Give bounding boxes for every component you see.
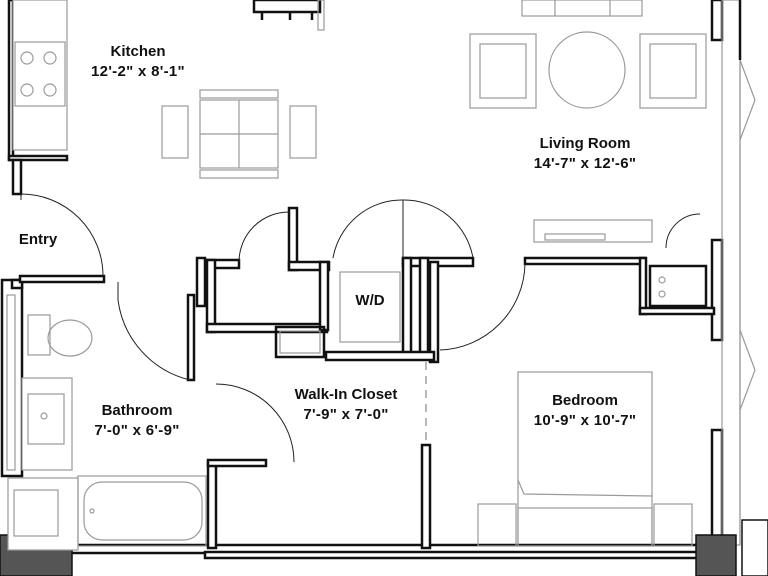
- bathroom-name: Bathroom: [101, 402, 173, 419]
- bedroom-dims: 10'-9" x 10'-7": [533, 412, 637, 429]
- interior-walls: [18, 206, 716, 550]
- bathroom-fixtures: [7, 314, 207, 551]
- wd-label: W/D: [355, 292, 385, 309]
- bedroom-door-swing: [439, 263, 526, 351]
- walk-in-closet-name: Walk-In Closet: [294, 386, 398, 403]
- dining-table: [161, 89, 317, 179]
- wd-door-swing: [402, 199, 474, 259]
- walk-in-closet-dims: 7'-9" x 7'-0": [303, 406, 389, 423]
- kitchen-dims: 12'-2" x 8'-1": [91, 63, 185, 80]
- kitchen-name: Kitchen: [110, 43, 166, 60]
- doors: [20, 193, 701, 463]
- bath-door-swing: [117, 299, 191, 381]
- bedroom-furniture: [477, 371, 693, 547]
- closet-door-swing: [238, 211, 290, 263]
- walkin-door-swing: [215, 383, 295, 463]
- washer-dryer: [339, 271, 401, 343]
- entry-name: Entry: [18, 231, 58, 248]
- living-room-name: Living Room: [539, 135, 631, 152]
- entry-door-swing: [20, 193, 104, 277]
- living-furniture: [469, 0, 708, 308]
- bathroom-dims: 7'-0" x 6'-9": [94, 422, 180, 439]
- kitchen-fixtures: [12, 0, 325, 151]
- living-room-dims: 14'-7" x 12'-6": [533, 155, 637, 172]
- bedroom-name: Bedroom: [552, 392, 618, 409]
